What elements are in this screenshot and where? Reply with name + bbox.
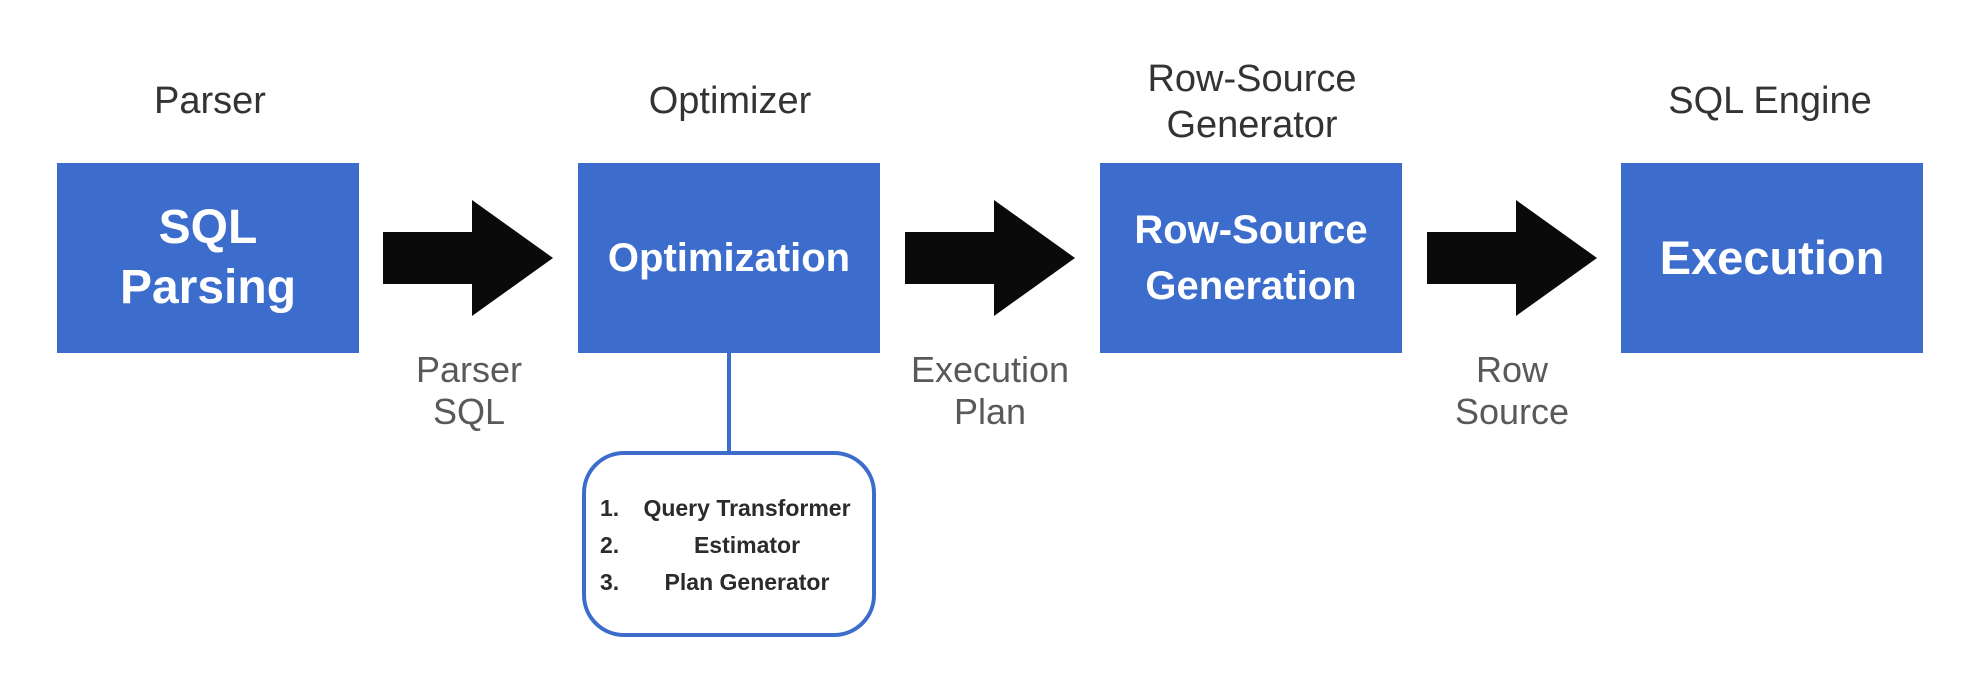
stage-box-label: Row-Source Generation	[1134, 208, 1368, 308]
flow-label-row-source: Row Source	[1454, 349, 1570, 432]
stage-title-optimizer: Optimizer	[648, 80, 812, 122]
stage-box-label: Optimization	[607, 236, 851, 280]
list-item-name: Query Transformer	[643, 495, 851, 521]
arrow-right-icon	[1427, 200, 1597, 316]
flow-label-parser-sql: Parser SQL	[415, 349, 523, 432]
stage-box-label: Execution	[1659, 231, 1885, 284]
arrow-right-icon	[383, 200, 553, 316]
stage-title-parser: Parser	[154, 80, 266, 122]
list-item-number: 3.	[600, 569, 620, 595]
optimizer-components-box: 1. Query Transformer 2. Estimator 3. Pla…	[582, 451, 876, 637]
list-item-number: 1.	[600, 495, 620, 521]
optimizer-connector-line	[727, 353, 731, 453]
stage-title-row-source-generator: Row-Source Generator	[1147, 58, 1357, 146]
stage-box-execution: Execution	[1621, 163, 1923, 353]
flow-label-execution-plan: Execution Plan	[910, 349, 1070, 432]
stage-box-row-source-generation: Row-Source Generation	[1100, 163, 1402, 353]
arrow-right-icon	[905, 200, 1075, 316]
list-item-number: 2.	[600, 532, 620, 558]
stage-box-label: SQL Parsing	[119, 201, 297, 314]
list-item-name: Plan Generator	[664, 569, 830, 595]
list-item-name: Estimator	[693, 532, 801, 558]
stage-title-sql-engine: SQL Engine	[1668, 80, 1872, 122]
stage-box-sql-parsing: SQL Parsing	[57, 163, 359, 353]
stage-box-optimization: Optimization	[578, 163, 880, 353]
